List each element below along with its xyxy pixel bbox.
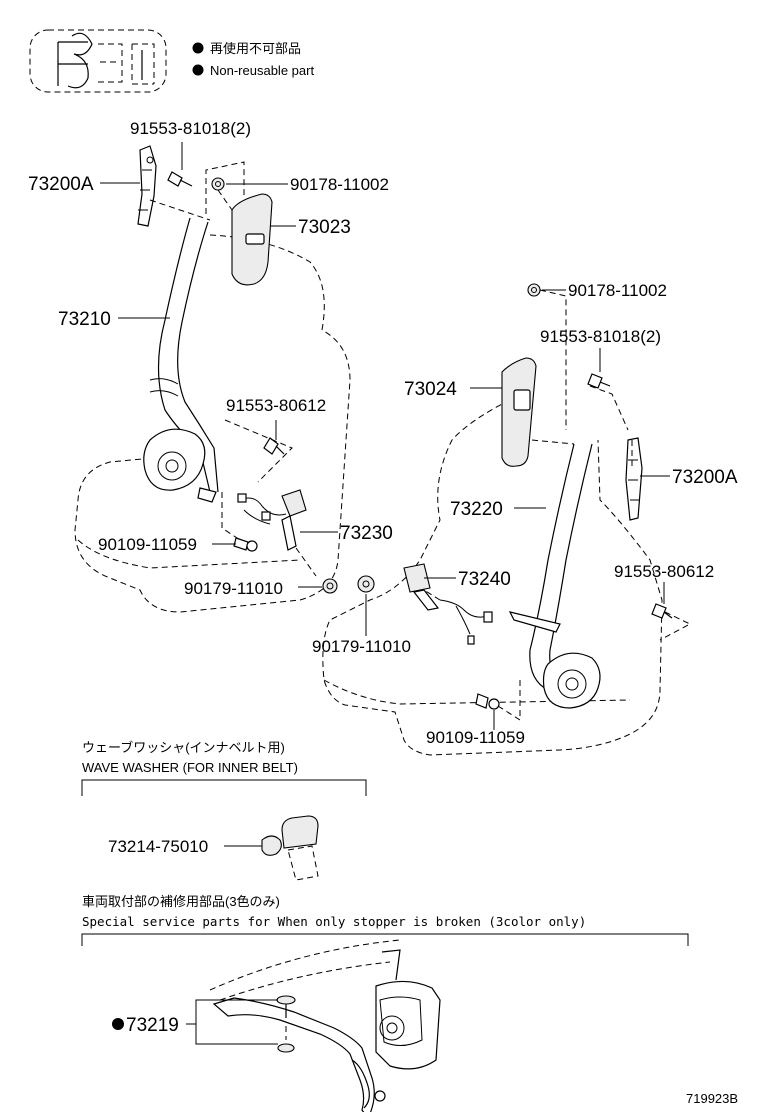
label-90109-11059-left: 90109-11059 [98, 535, 197, 554]
service-title-en: Special service parts for When only stop… [82, 914, 586, 929]
figure-id: 719923B [686, 1091, 738, 1106]
leader-lines [100, 142, 670, 730]
non-reusable-dot-icon [112, 1018, 124, 1030]
wave-washer-title-ja: ウェーブワッシャ(インナベルト用) [82, 740, 285, 755]
left-seat-outline [74, 234, 351, 613]
label-91553-80612-right: 91553-80612 [614, 562, 714, 581]
left-seatbelt-assembly [137, 145, 338, 594]
label-90179-11010-left: 90179-11010 [184, 579, 283, 598]
wave-washer-title-en: WAVE WASHER (FOR INNER BELT) [82, 760, 298, 775]
label-73210: 73210 [58, 309, 111, 330]
label-91553-80612-left: 91553-80612 [226, 396, 326, 415]
service-parts-section: 車両取付部の補修用部品(3色のみ) Special service parts … [81, 894, 689, 1112]
label-73200A-right: 73200A [672, 467, 738, 488]
legend: 再使用不可部品 Non-reusable part [192, 41, 314, 78]
label-90178-11002-right: 90178-11002 [568, 281, 667, 300]
catalog-logo [29, 29, 167, 93]
label-73200A-left: 73200A [28, 174, 94, 195]
label-91553-81018-right: 91553-81018(2) [540, 327, 661, 346]
label-90179-11010-right: 90179-11010 [312, 637, 411, 656]
label-90178-11002-left: 90178-11002 [290, 175, 389, 194]
legend-label-en: Non-reusable part [210, 63, 314, 78]
non-reusable-dot-icon [192, 42, 204, 54]
label-73023: 73023 [298, 217, 351, 238]
label-73219: 73219 [126, 1015, 179, 1036]
label-90109-11059-right: 90109-11059 [426, 728, 525, 747]
label-73240: 73240 [458, 569, 511, 590]
label-91553-81018-left: 91553-81018(2) [130, 119, 251, 138]
right-seat-outline [322, 399, 663, 756]
non-reusable-dot-icon [192, 64, 204, 76]
part-labels: 91553-81018(2) 73200A 90178-11002 73023 … [28, 119, 738, 747]
label-73220: 73220 [450, 499, 503, 520]
label-73230: 73230 [340, 523, 393, 544]
label-73024: 73024 [404, 379, 457, 400]
label-73214-75010: 73214-75010 [108, 837, 208, 856]
legend-label-ja: 再使用不可部品 [210, 41, 301, 56]
service-title-ja: 車両取付部の補修用部品(3色のみ) [82, 894, 280, 909]
right-seatbelt-assembly [357, 283, 692, 721]
wave-washer-section: ウェーブワッシャ(インナベルト用) WAVE WASHER (FOR INNER… [81, 740, 367, 881]
